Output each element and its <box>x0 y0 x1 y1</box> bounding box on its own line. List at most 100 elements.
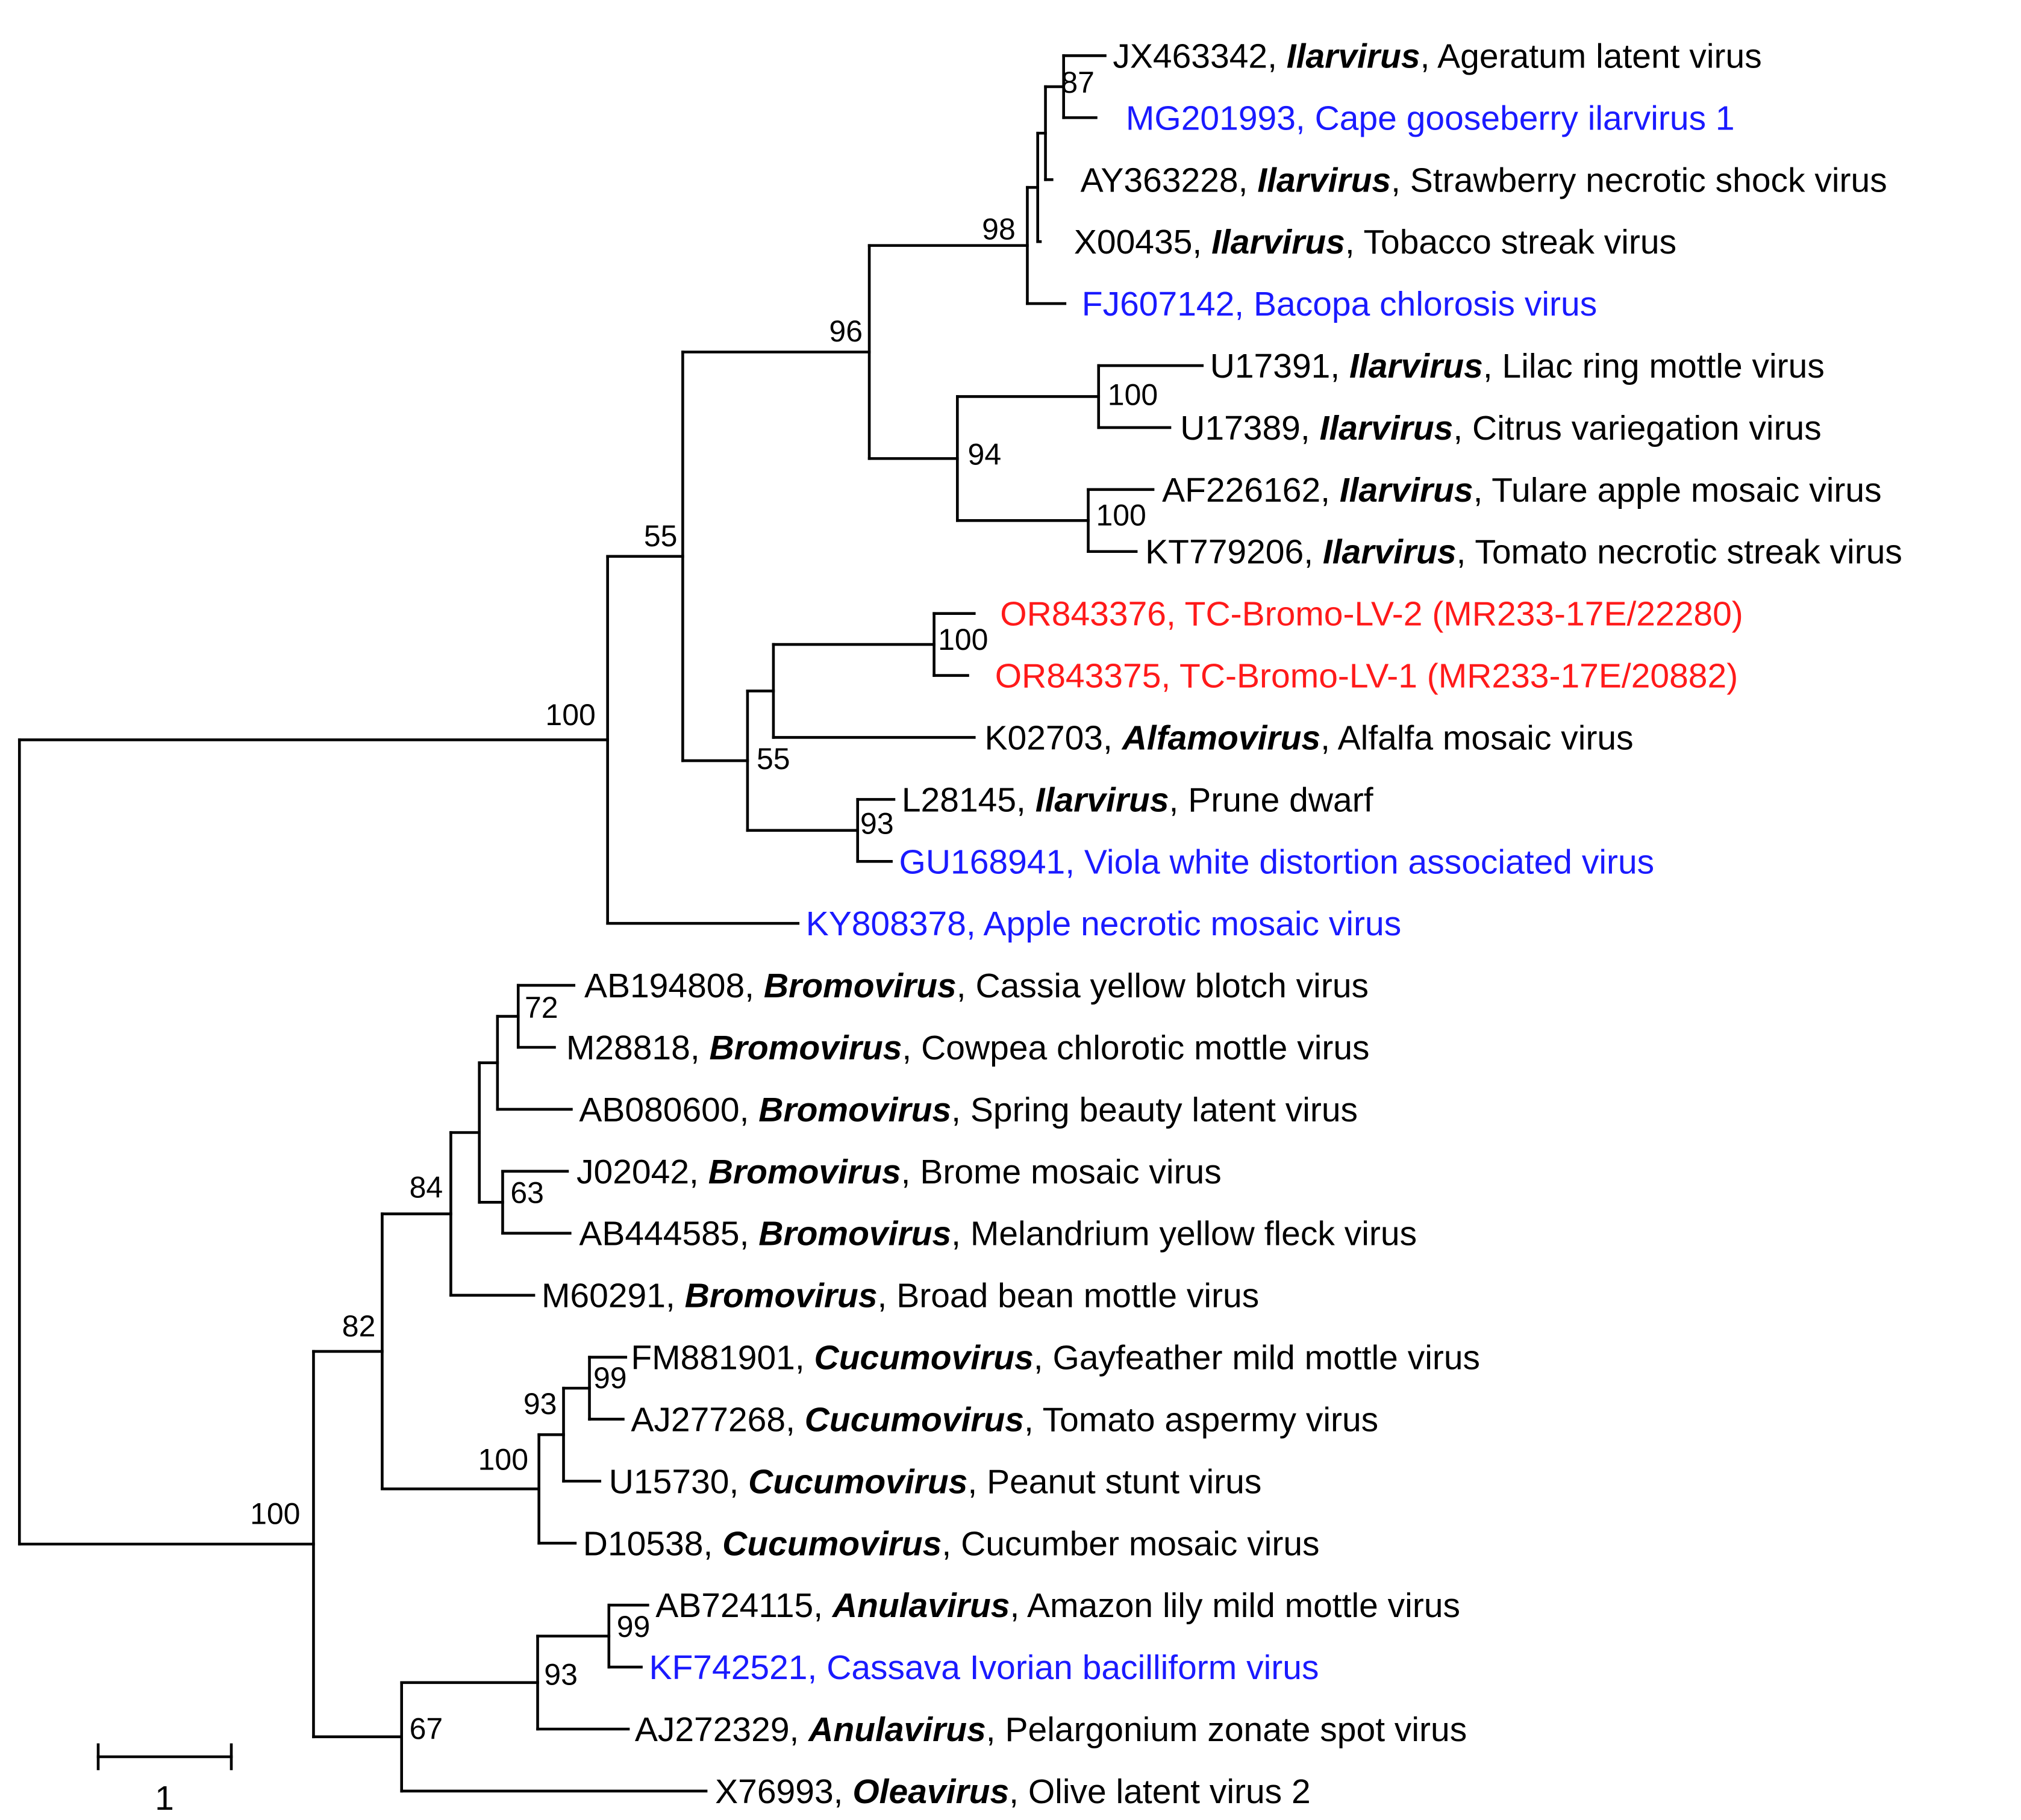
genus-name: Cucumovirus <box>805 1400 1024 1439</box>
bootstrap-value: 94 <box>968 437 1002 471</box>
virus-name: Alfalfa mosaic virus <box>1338 718 1634 757</box>
virus-name: TC-Bromo-LV-1 (MR233-17E/20882) <box>1179 657 1738 696</box>
genus-name: Anulavirus <box>831 1586 1010 1625</box>
accession-number: AJ272329, <box>635 1710 808 1749</box>
leaf-label-j02042: J02042, Bromovirus, Brome mosaic virus <box>576 1153 1222 1191</box>
leaf-label-or843375: OR843375, TC-Bromo-LV-1 (MR233-17E/20882… <box>995 657 1738 696</box>
accession-number: GU168941, <box>899 843 1084 881</box>
leaf-label-m60291: M60291, Bromovirus, Broad bean mottle vi… <box>542 1277 1259 1315</box>
virus-name: Brome mosaic virus <box>920 1153 1221 1191</box>
leaf-label-aj272329: AJ272329, Anulavirus, Pelargonium zonate… <box>635 1710 1467 1749</box>
genus-name: Bromovirus <box>708 1153 901 1191</box>
genus-name: Bromovirus <box>685 1277 878 1315</box>
virus-name: Ageratum latent virus <box>1437 37 1762 75</box>
accession-number: FM881901, <box>631 1339 814 1377</box>
accession-number: MG201993, <box>1126 99 1315 137</box>
accession-number: U17389, <box>1180 409 1319 447</box>
scale-bar: 1 <box>96 1743 233 1818</box>
leaf-label-x76993: X76993, Oleavirus, Olive latent virus 2 <box>715 1772 1311 1811</box>
virus-name: Olive latent virus 2 <box>1028 1772 1311 1811</box>
virus-name: Tomato necrotic streak virus <box>1475 533 1902 572</box>
bootstrap-value: 87 <box>1061 66 1095 99</box>
virus-name: Tulare apple mosaic virus <box>1492 471 1881 510</box>
bootstrap-value: 100 <box>478 1442 528 1476</box>
virus-name: TC-Bromo-LV-2 (MR233-17E/22280) <box>1185 595 1743 634</box>
accession-number: OR843375, <box>995 657 1179 696</box>
leaf-label-l28145: L28145, Ilarvirus, Prune dwarf <box>902 781 1373 819</box>
genus-name: Ilarvirus <box>1257 161 1391 199</box>
virus-name: Peanut stunt virus <box>987 1462 1261 1501</box>
virus-name: Prune dwarf <box>1188 781 1373 819</box>
bootstrap-value: 72 <box>525 991 558 1024</box>
bootstrap-value: 84 <box>410 1171 443 1205</box>
bootstrap-value: 55 <box>644 519 678 553</box>
accession-number: X76993, <box>715 1772 852 1811</box>
leaf-label-ky808378: KY808378, Apple necrotic mosaic virus <box>806 905 1402 943</box>
accession-number: U17391, <box>1210 347 1349 385</box>
accession-number: AJ277268, <box>631 1400 804 1439</box>
accession-number: KF742521, <box>649 1648 826 1687</box>
bootstrap-value: 100 <box>250 1497 300 1531</box>
virus-name: Pelargonium zonate spot virus <box>1005 1710 1467 1749</box>
leaf-label-kf742521: KF742521, Cassava Ivorian bacilliform vi… <box>649 1648 1319 1687</box>
leaf-label-ab080600: AB080600, Bromovirus, Spring beauty late… <box>579 1091 1358 1129</box>
virus-name: Lilac ring mottle virus <box>1502 347 1825 385</box>
support-values: 8798100100949610093555510072638499931008… <box>250 66 1158 1745</box>
accession-number: KY808378, <box>806 905 984 943</box>
virus-name: Broad bean mottle virus <box>896 1277 1259 1315</box>
virus-name: Tobacco streak virus <box>1364 223 1677 261</box>
virus-name: Citrus variegation virus <box>1472 409 1822 447</box>
accession-number: M28818, <box>566 1029 710 1067</box>
accession-number: AY363228, <box>1081 161 1258 199</box>
accession-number: L28145, <box>902 781 1035 819</box>
genus-name: Ilarvirus <box>1320 409 1454 447</box>
leaf-label-kt779206: KT779206, Ilarvirus, Tomato necrotic str… <box>1145 533 1902 572</box>
leaf-label-k02703: K02703, Alfamovirus, Alfalfa mosaic viru… <box>984 718 1633 757</box>
accession-number: KT779206, <box>1145 533 1323 572</box>
accession-number: AB444585, <box>579 1215 758 1253</box>
accession-number: X00435, <box>1074 223 1211 261</box>
bootstrap-value: 96 <box>829 314 863 348</box>
accession-number: AB724115, <box>655 1586 832 1625</box>
bootstrap-value: 93 <box>860 806 894 840</box>
accession-number: OR843376, <box>1000 595 1184 634</box>
virus-name: Cassava Ivorian bacilliform virus <box>826 1648 1319 1687</box>
accession-number: AB194808, <box>584 967 764 1005</box>
leaf-label-u17391: U17391, Ilarvirus, Lilac ring mottle vir… <box>1210 347 1825 385</box>
genus-name: Cucumovirus <box>748 1462 967 1501</box>
accession-number: M60291, <box>542 1277 685 1315</box>
leaf-label-ab194808: AB194808, Bromovirus, Cassia yellow blot… <box>584 967 1369 1005</box>
leaf-label-fj607142: FJ607142, Bacopa chlorosis virus <box>1082 285 1597 323</box>
genus-name: Ilarvirus <box>1211 223 1345 261</box>
bootstrap-value: 100 <box>1108 378 1158 412</box>
accession-number: JX463342, <box>1113 37 1286 75</box>
virus-name: Cape gooseberry ilarvirus 1 <box>1315 99 1735 137</box>
accession-number: J02042, <box>576 1153 708 1191</box>
accession-number: D10538, <box>583 1524 722 1563</box>
virus-name: Apple necrotic mosaic virus <box>983 905 1401 943</box>
virus-name: Tomato aspermy virus <box>1043 1400 1379 1439</box>
leaf-label-m28818: M28818, Bromovirus, Cowpea chlorotic mot… <box>566 1029 1370 1067</box>
leaf-label-mg201993: MG201993, Cape gooseberry ilarvirus 1 <box>1126 99 1735 137</box>
virus-name: Amazon lily mild mottle virus <box>1027 1586 1460 1625</box>
leaf-label-ab444585: AB444585, Bromovirus, Melandrium yellow … <box>579 1215 1417 1253</box>
virus-name: Bacopa chlorosis virus <box>1254 285 1597 323</box>
bootstrap-value: 82 <box>342 1309 376 1343</box>
leaf-label-u15730: U15730, Cucumovirus, Peanut stunt virus <box>609 1462 1262 1501</box>
bootstrap-value: 100 <box>545 698 595 732</box>
virus-name: Cassia yellow blotch virus <box>975 967 1369 1005</box>
bootstrap-value: 93 <box>523 1387 557 1421</box>
accession-number: U15730, <box>609 1462 748 1501</box>
leaf-labels: JX463342, Ilarvirus, Ageratum latent vir… <box>542 37 1902 1810</box>
genus-name: Bromovirus <box>764 967 957 1005</box>
accession-number: AB080600, <box>579 1091 758 1129</box>
genus-name: Cucumovirus <box>722 1524 942 1563</box>
bootstrap-value: 63 <box>510 1176 544 1209</box>
leaf-label-fm881901: FM881901, Cucumovirus, Gayfeather mild m… <box>631 1339 1480 1377</box>
virus-name: Strawberry necrotic shock virus <box>1410 161 1887 199</box>
bootstrap-value: 55 <box>757 742 790 776</box>
bootstrap-value: 98 <box>982 212 1016 246</box>
leaf-label-af226162: AF226162, Ilarvirus, Tulare apple mosaic… <box>1162 471 1882 510</box>
virus-name: Melandrium yellow fleck virus <box>970 1215 1417 1253</box>
